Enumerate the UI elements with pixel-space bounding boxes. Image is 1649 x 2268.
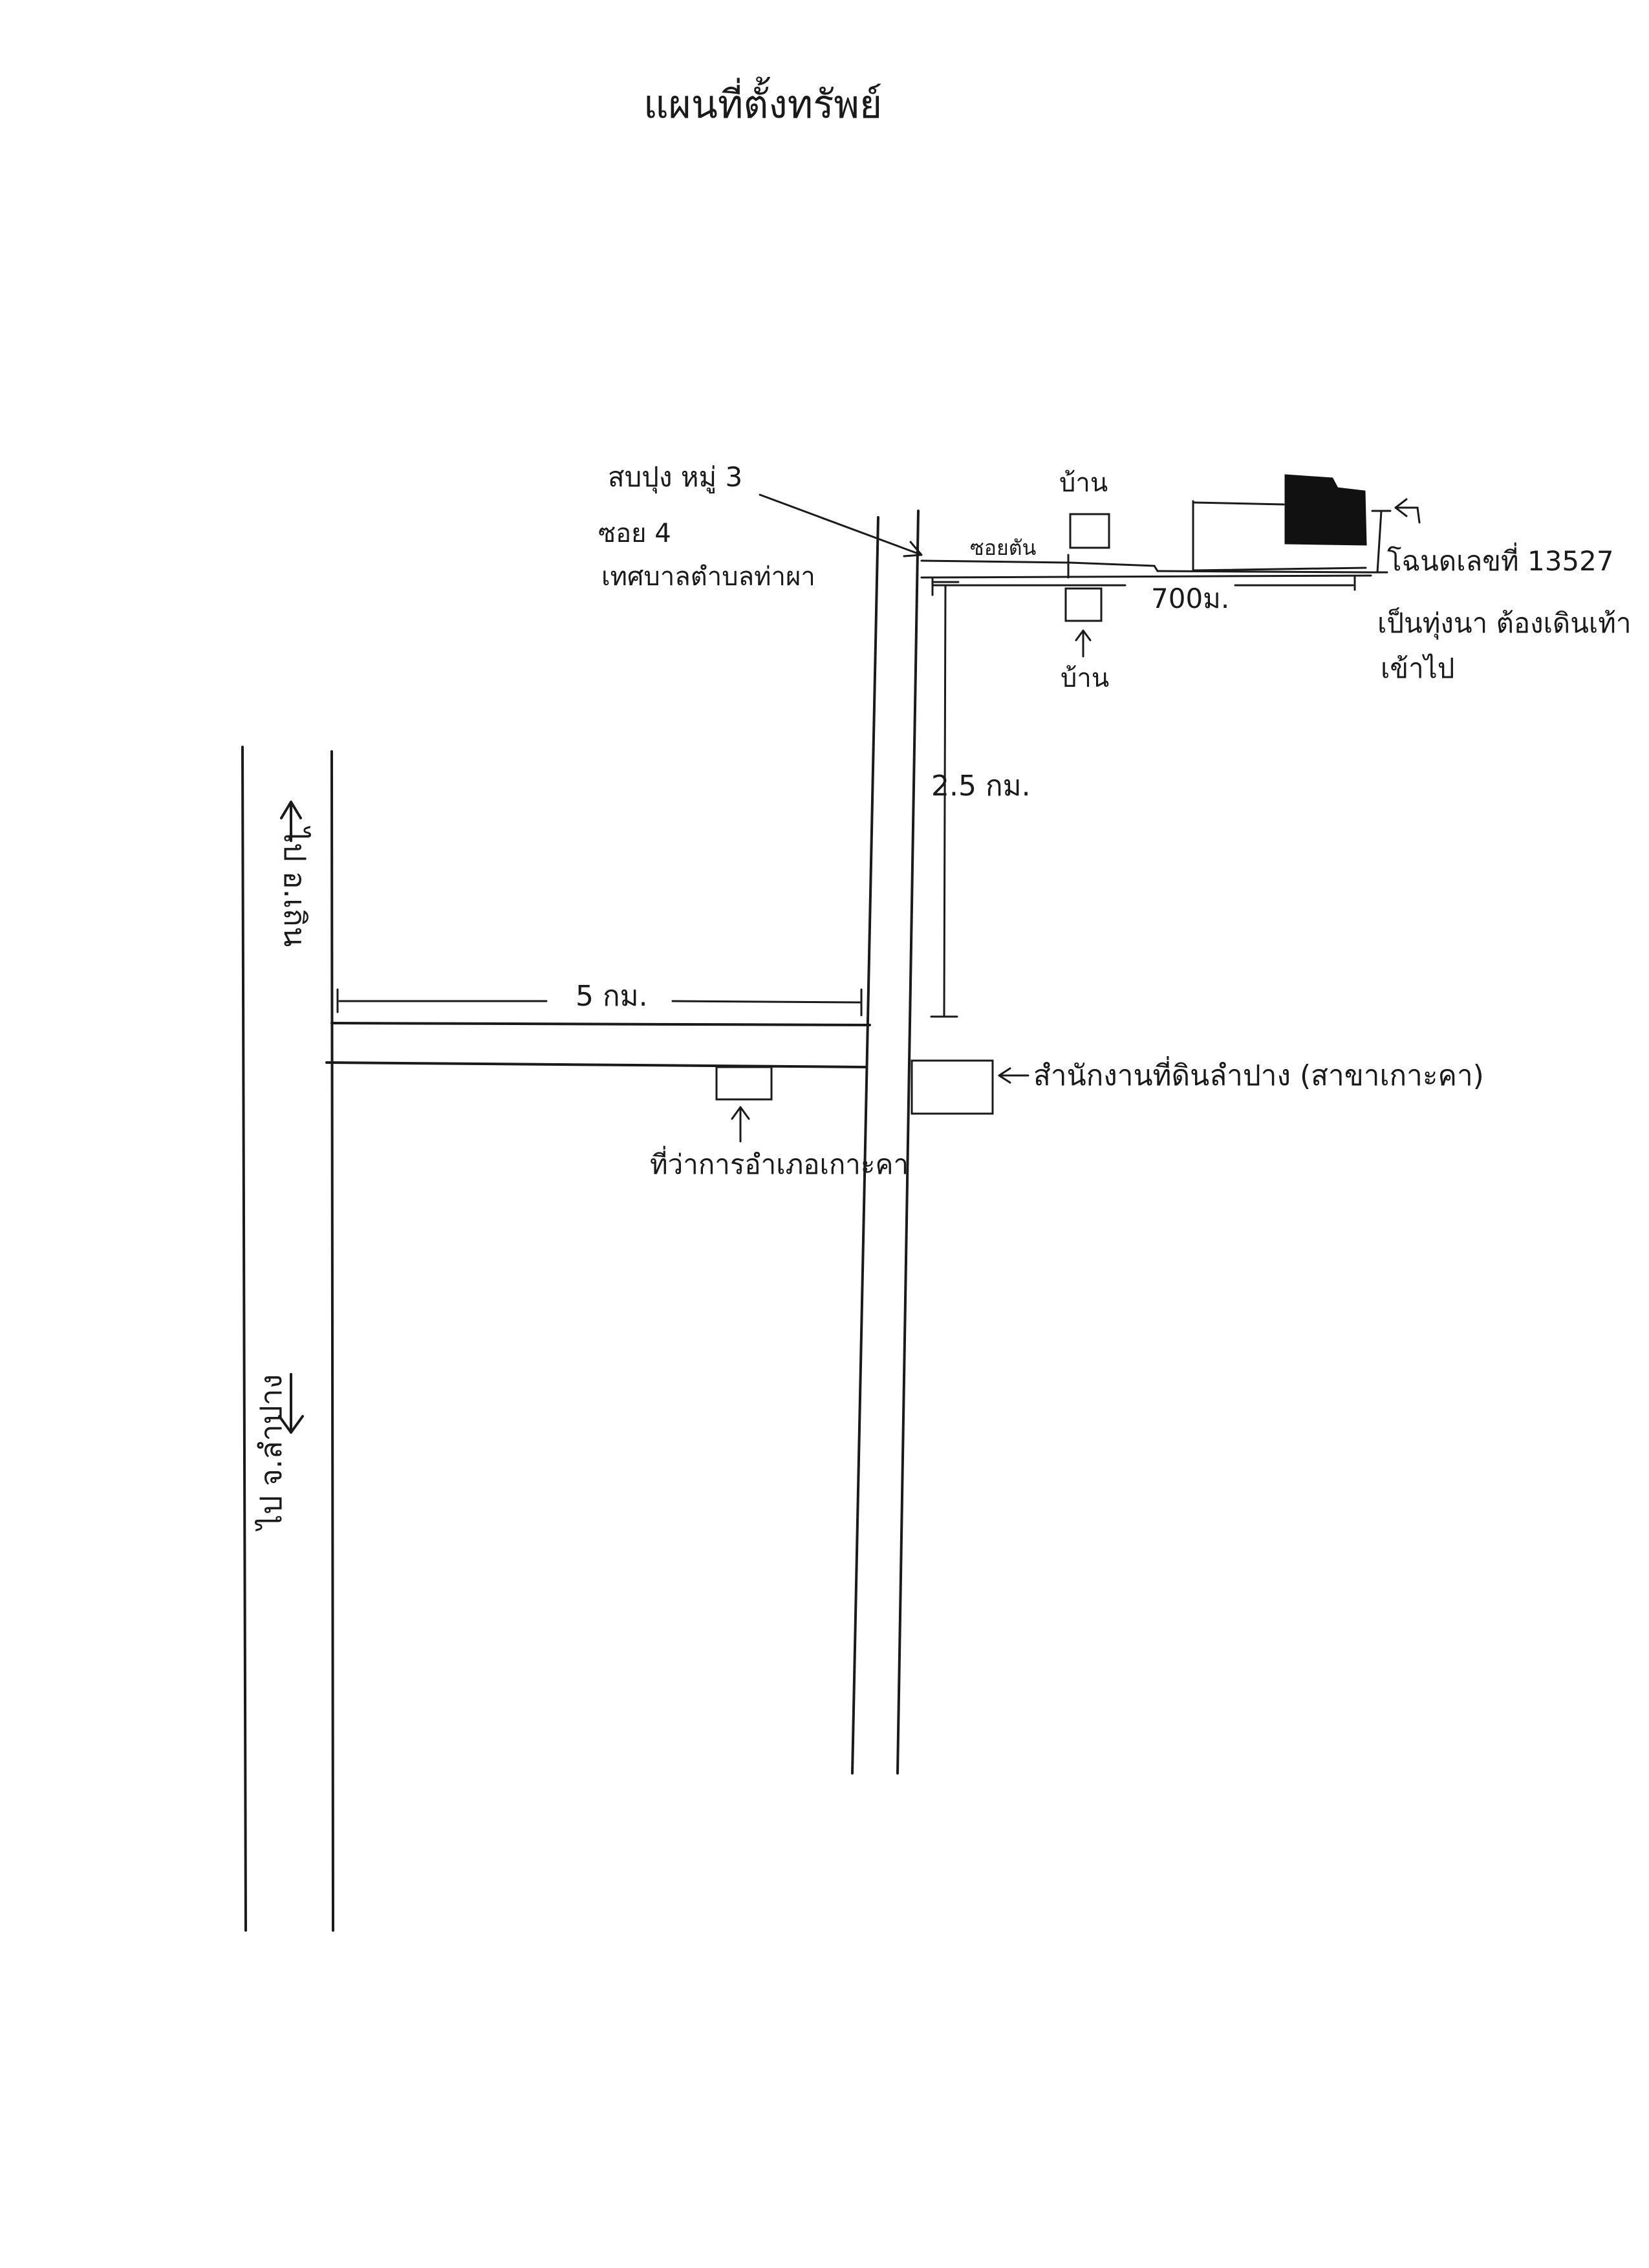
- main-highway: [241, 746, 334, 1932]
- land-plot: [1192, 500, 1367, 572]
- house-top-label: บ้าน: [1059, 468, 1108, 498]
- dimension-700m: [931, 574, 1356, 596]
- plot-bracket: [1368, 510, 1392, 574]
- land-office-arrow: [998, 1067, 1029, 1084]
- direction-label-bottom: ไป จ.ลำปาง: [253, 1374, 288, 1532]
- district-office-label: ที่ว่าการอำเภอเกาะคา: [650, 1146, 909, 1180]
- dist-5km-label: 5 กม.: [576, 980, 648, 1013]
- district-office-marker: [715, 1066, 773, 1101]
- land-deed-label: โฉนดเลขที่ 13527: [1387, 543, 1614, 577]
- turn-arrow-icon: [1394, 498, 1421, 524]
- dist-700m-label: 700ม.: [1151, 583, 1229, 614]
- village-pointer-arrow: [759, 493, 923, 557]
- dist-2-5km-label: 2.5 กม.: [931, 770, 1031, 803]
- district-office-arrow: [731, 1106, 750, 1143]
- land-office-marker: [911, 1059, 994, 1115]
- house-bottom-arrow: [1075, 629, 1092, 658]
- property-plot-marker: [1284, 474, 1367, 546]
- land-note-line-2: เข้าไป: [1381, 653, 1454, 684]
- direction-label-top: ไป อ.เถิน: [277, 825, 312, 947]
- house-bottom-label: บ้าน: [1061, 664, 1109, 693]
- arrow-down-icon: [278, 1373, 304, 1434]
- soi-label: ซอย 4: [598, 519, 671, 548]
- dimension-5km: [336, 988, 863, 1017]
- village-label: สบปุง หมู่ 3: [608, 461, 742, 494]
- connector-road: [325, 1022, 871, 1068]
- house-top-marker: [1069, 513, 1110, 549]
- arrow-up-icon: [280, 801, 302, 842]
- alley-label: ซอยตัน: [970, 535, 1036, 560]
- land-office-label: สำนักงานที่ดินลำปาง (สาขาเกาะคา): [1033, 1055, 1484, 1092]
- municipality-label: เทศบาลตำบลท่าผา: [601, 562, 815, 592]
- house-bottom-marker: [1064, 587, 1103, 622]
- dimension-2-5km: [930, 581, 960, 1018]
- land-note-line-1: เป็นทุ่งนา ต้องเดินเท้า: [1377, 607, 1632, 640]
- secondary-road: [851, 510, 920, 1775]
- map-title: แผนที่ตั้งทรัพย์: [643, 76, 882, 127]
